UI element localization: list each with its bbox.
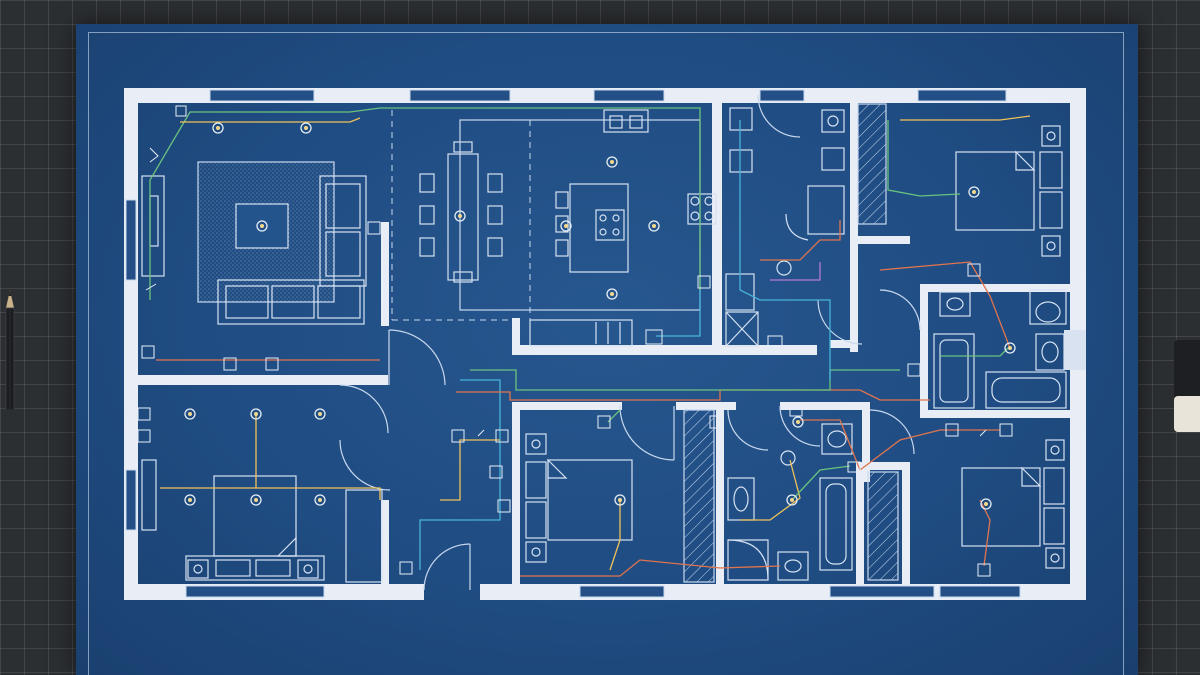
doors (339, 94, 921, 591)
bathtub-icon (933, 333, 1067, 409)
kitchen (459, 109, 755, 347)
bedroom-bl (141, 459, 383, 583)
pencil-icon (5, 290, 15, 410)
sink-icon (1035, 333, 1065, 371)
walls (124, 88, 1086, 600)
eraser-icon (1174, 340, 1200, 432)
sofa-icon (217, 175, 367, 325)
dining-table-icon (419, 141, 503, 283)
main-bath (933, 289, 1067, 409)
wiring (149, 107, 1031, 577)
cooktop-icon (687, 193, 717, 225)
bed-icon (955, 125, 1063, 257)
bedroom-br (867, 439, 1065, 581)
outlet-icon (137, 263, 1013, 577)
toilet-icon (1029, 289, 1067, 325)
bedroom-bc (525, 409, 715, 583)
kitchen-zone (391, 110, 531, 340)
windows (125, 89, 1021, 598)
living-room (141, 161, 367, 325)
bath-center (727, 423, 853, 581)
utility (725, 103, 887, 347)
sheet-border (88, 32, 1124, 675)
switch-icon (145, 105, 987, 437)
